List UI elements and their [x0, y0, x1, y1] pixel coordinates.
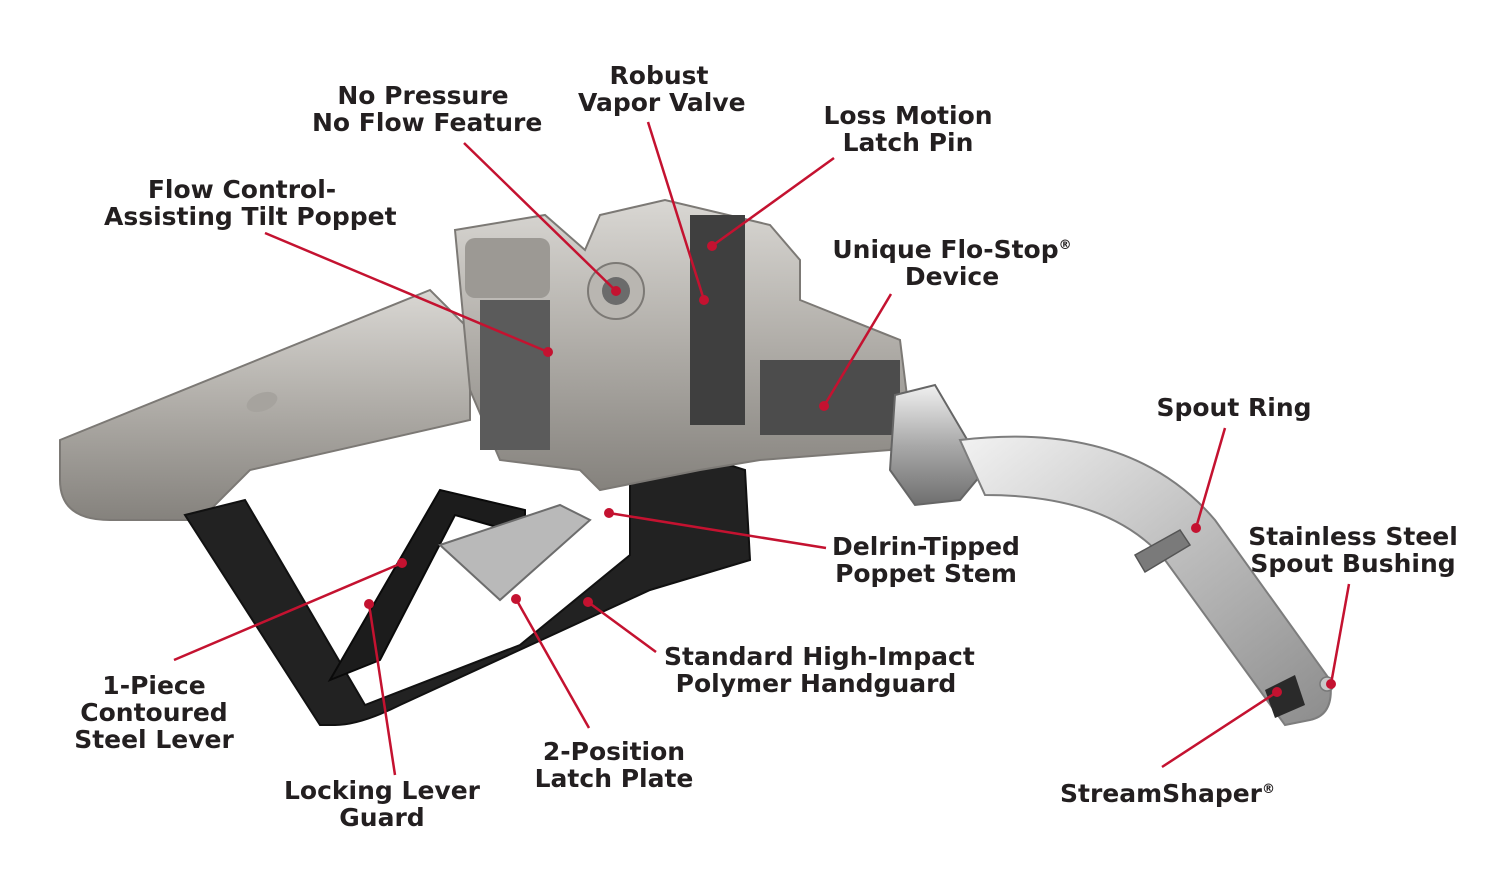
callout-line: Stainless Steel: [1248, 522, 1458, 551]
callout-spout-ring: Spout Ring: [1150, 394, 1318, 421]
coupling-nut: [888, 383, 987, 507]
callout-streamshaper: StreamShaper®: [1060, 776, 1275, 808]
callout-latch-plate: 2-Position Latch Plate: [530, 738, 698, 792]
callout-line: Loss Motion: [823, 101, 993, 130]
grip-handle: [59, 288, 471, 521]
leader-lines: [173, 121, 1351, 776]
callout-steel-lever: 1-Piece Contoured Steel Lever: [70, 672, 238, 753]
callout-delrin-poppet-stem: Delrin-Tipped Poppet Stem: [826, 533, 1026, 587]
callout-locking-lever-guard: Locking Lever Guard: [282, 777, 482, 831]
callout-line: Poppet Stem: [835, 559, 1017, 588]
callout-polymer-handguard: Standard High-Impact Polymer Handguard: [664, 642, 975, 698]
callout-line: 1-Piece: [102, 671, 206, 700]
callout-no-pressure-no-flow: No Pressure No Flow Feature: [312, 81, 543, 137]
callout-flo-stop-device: Unique Flo-Stop® Device: [832, 232, 1072, 290]
lever-handguard: [183, 438, 752, 726]
callout-text: StreamShaper: [1060, 779, 1263, 808]
callout-line: 2-Position: [542, 737, 686, 766]
callout-line: Delrin-Tipped: [832, 532, 1020, 561]
callout-line: Device: [904, 262, 1000, 291]
callout-line: Contoured: [80, 698, 228, 727]
callout-line: Latch Plate: [534, 764, 694, 793]
callout-text: Unique Flo-Stop: [832, 235, 1059, 264]
callout-line: Flow Control-: [147, 175, 337, 204]
callout-line: Unique Flo-Stop®: [832, 232, 1072, 263]
registered-mark: ®: [1262, 782, 1276, 797]
callout-line: Robust: [609, 61, 709, 90]
callout-line: Standard High-Impact: [664, 642, 975, 671]
callout-stainless-steel-bushing: Stainless Steel Spout Bushing: [1248, 523, 1458, 577]
callout-flow-control-tilt-poppet: Flow Control- Assisting Tilt Poppet: [104, 175, 397, 231]
leader-dots: [364, 241, 1336, 697]
spout: [958, 435, 1335, 727]
callout-line: StreamShaper®: [1060, 776, 1275, 808]
callout-line: Polymer Handguard: [675, 669, 957, 698]
callout-line: No Pressure: [337, 81, 509, 110]
callout-line: No Flow Feature: [312, 108, 543, 137]
callout-line: Latch Pin: [842, 128, 974, 157]
callout-line: Spout Bushing: [1250, 549, 1456, 578]
callout-line: Assisting Tilt Poppet: [104, 202, 397, 231]
callout-vapor-valve: Robust Vapor Valve: [578, 61, 746, 117]
registered-mark: ®: [1058, 238, 1072, 253]
callout-line: Spout Ring: [1156, 393, 1312, 422]
callout-line: Vapor Valve: [578, 88, 746, 117]
callout-loss-motion-latch-pin: Loss Motion Latch Pin: [822, 102, 994, 156]
callout-line: Guard: [339, 803, 425, 832]
callout-line: Steel Lever: [74, 725, 234, 754]
callout-line: Locking Lever: [284, 776, 480, 805]
